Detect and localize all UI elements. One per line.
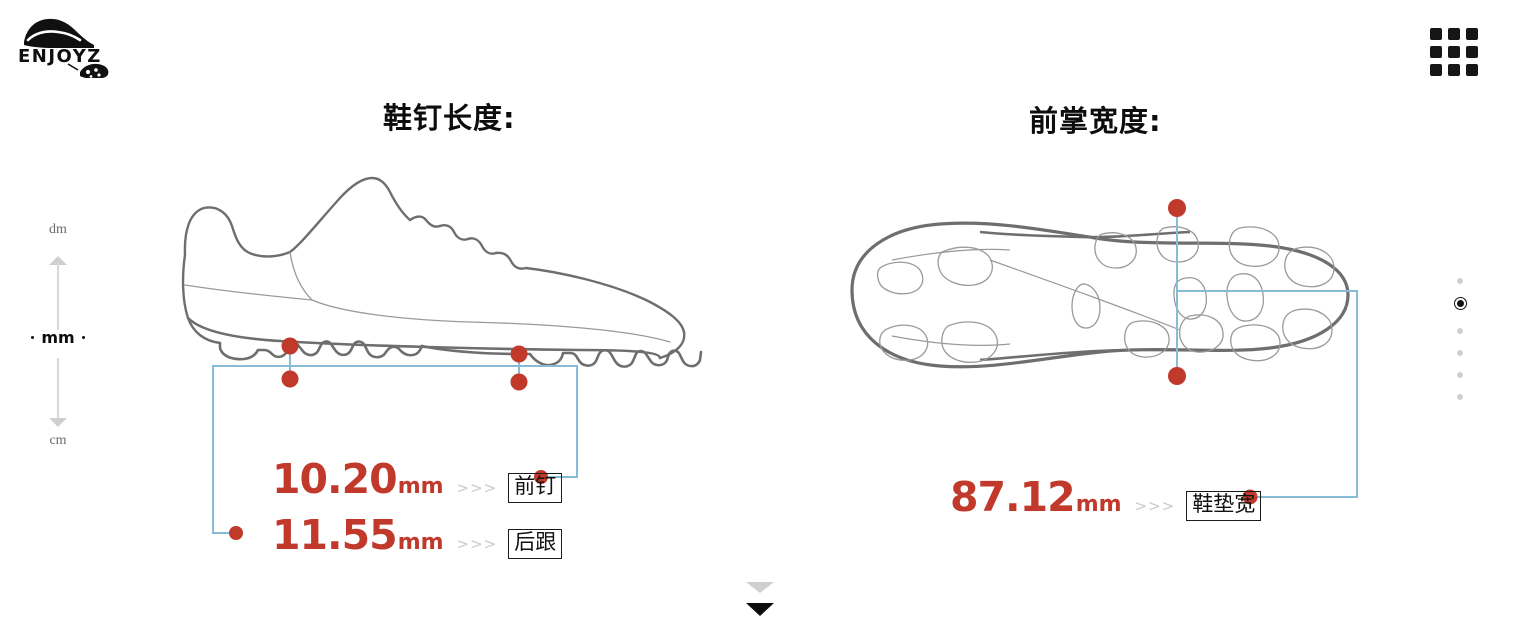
- page-dot[interactable]: [1457, 328, 1463, 334]
- grid-menu-icon[interactable]: [1430, 28, 1478, 76]
- measurement-arrow: >>>: [456, 535, 498, 553]
- grid-menu-cell: [1448, 28, 1460, 40]
- vertical-page-dots[interactable]: [1448, 278, 1472, 416]
- grid-menu-cell: [1448, 46, 1460, 58]
- measurement-arrow: >>>: [456, 479, 498, 497]
- unit-scale-selector[interactable]: dm mm cm: [18, 218, 98, 458]
- measurement-unit: mm: [1075, 492, 1122, 517]
- boot-side-view-diagram: [160, 160, 705, 415]
- unit-marker-dot-right: [81, 335, 85, 339]
- unit-marker-dot-left: [31, 335, 35, 339]
- boot-side-view-outline: [181, 176, 703, 368]
- measurement-front-stud: 10.20 mm >>> 前钉: [272, 455, 563, 503]
- page-dot-active[interactable]: [1456, 300, 1464, 307]
- page-dot[interactable]: [1457, 394, 1463, 400]
- triangle-down-icon[interactable]: [49, 418, 67, 427]
- measurement-insole-width: 87.12 mm >>> 鞋垫宽: [950, 473, 1262, 521]
- brand-logo[interactable]: ENJOYZ: [14, 12, 124, 79]
- section-title-forefoot-width: 前掌宽度:: [1029, 104, 1162, 138]
- unit-current-value[interactable]: mm: [18, 328, 98, 347]
- svg-text:ENJOYZ: ENJOYZ: [18, 46, 102, 67]
- unit-option-above[interactable]: dm: [49, 222, 67, 237]
- chevron-down-icon[interactable]: [746, 603, 774, 616]
- unit-option-below[interactable]: cm: [49, 433, 67, 448]
- measurement-value: 10.20: [272, 455, 398, 503]
- boot-outsole-view-outline: [850, 221, 1350, 369]
- grid-menu-cell: [1466, 64, 1478, 76]
- measurement-value: 11.55: [272, 511, 398, 559]
- grid-menu-cell: [1466, 28, 1478, 40]
- scroll-down-control[interactable]: [744, 582, 776, 626]
- unit-current-label: mm: [41, 328, 75, 347]
- triangle-up-icon[interactable]: [49, 256, 67, 265]
- boot-outsole-view-diagram: [830, 190, 1370, 400]
- grid-menu-cell: [1430, 28, 1442, 40]
- measurement-tag: 鞋垫宽: [1186, 491, 1262, 521]
- measurement-unit: mm: [397, 530, 444, 555]
- grid-menu-cell: [1430, 46, 1442, 58]
- measurement-unit: mm: [397, 474, 444, 499]
- measurement-value: 87.12: [950, 473, 1076, 521]
- grid-menu-cell: [1466, 46, 1478, 58]
- measurement-arrow: >>>: [1134, 497, 1176, 515]
- section-title-stud-length: 鞋钉长度:: [383, 101, 516, 135]
- grid-menu-cell: [1448, 64, 1460, 76]
- enjoyz-logo-icon: ENJOYZ: [18, 18, 109, 79]
- unit-track-upper: [57, 262, 59, 330]
- page-dot[interactable]: [1457, 350, 1463, 356]
- grid-menu-cell: [1430, 64, 1442, 76]
- chevron-down-icon-secondary[interactable]: [746, 582, 774, 593]
- measurement-heel: 11.55 mm >>> 后跟: [272, 511, 563, 559]
- page-dot[interactable]: [1457, 278, 1463, 284]
- measurement-tag: 后跟: [508, 529, 563, 559]
- page-dot[interactable]: [1457, 372, 1463, 378]
- measurement-tag: 前钉: [508, 473, 563, 503]
- marker-dot: [229, 526, 243, 540]
- unit-track-lower: [57, 358, 59, 426]
